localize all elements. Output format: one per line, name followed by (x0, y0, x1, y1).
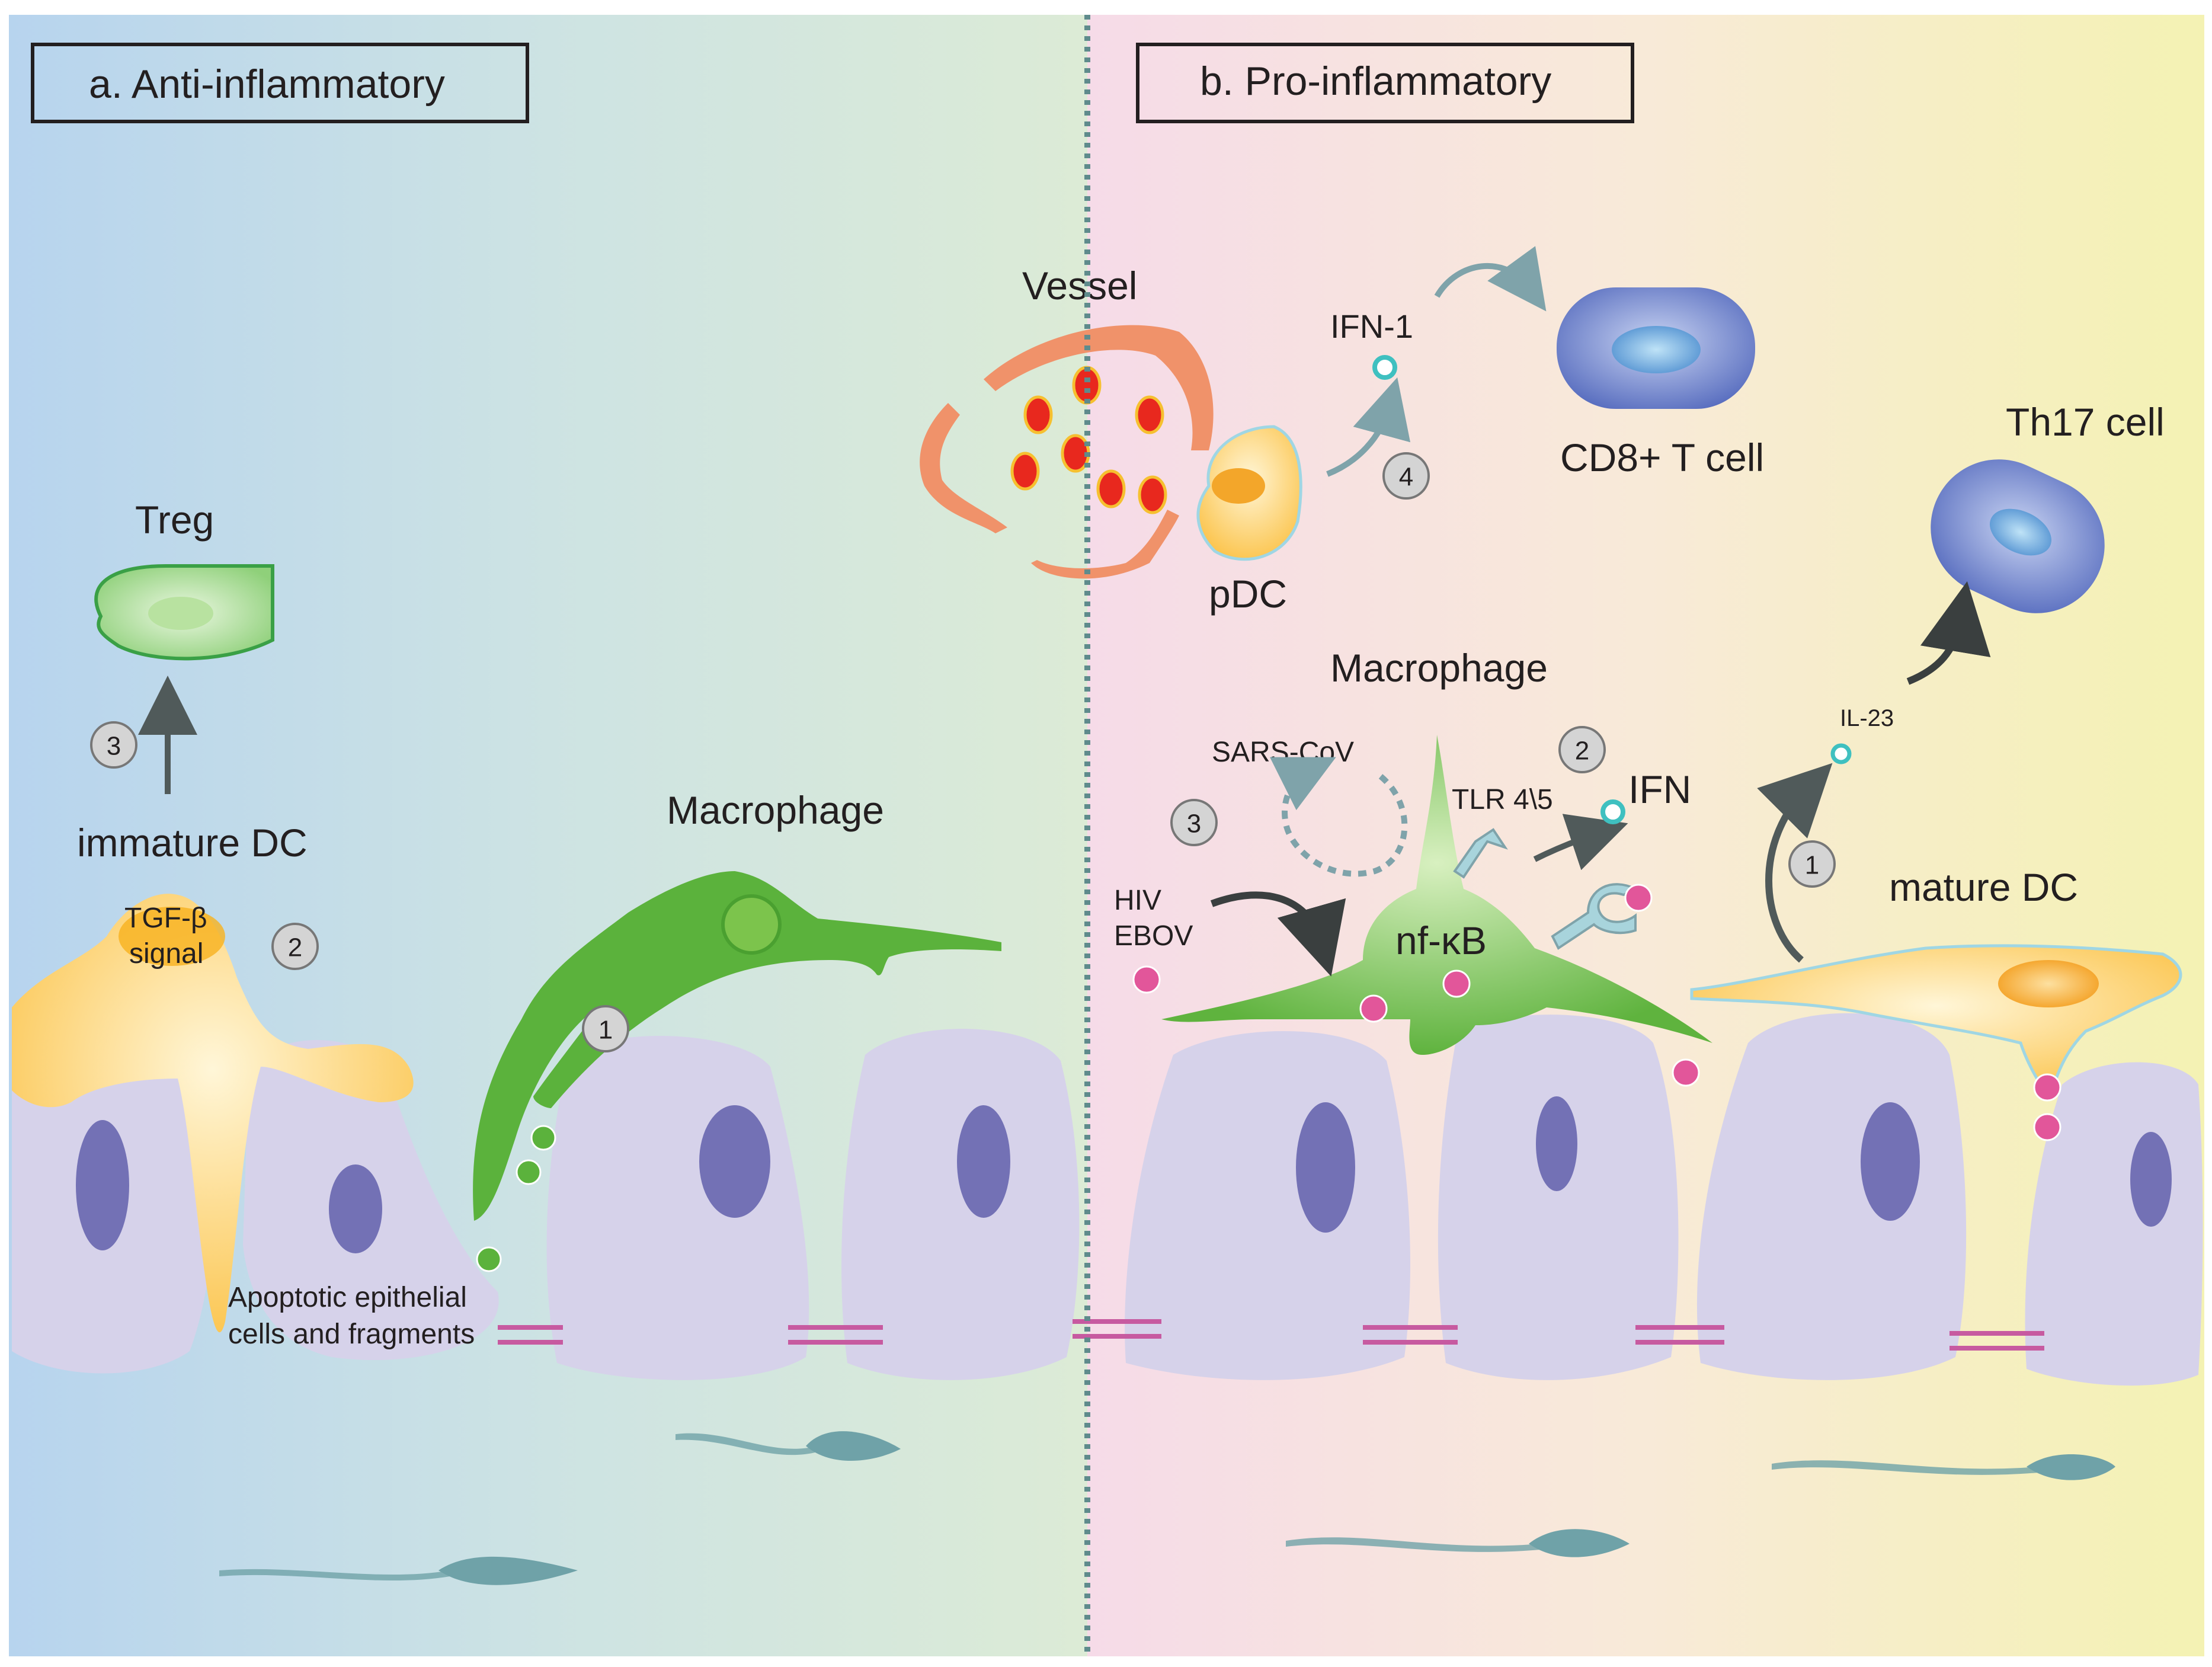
virus-particle (1624, 884, 1653, 912)
step-badge-right-2: 2 (1558, 726, 1606, 773)
nucleus (957, 1105, 1010, 1218)
macrophage-right-cell (1161, 735, 1712, 1055)
red-blood-cell (1023, 395, 1053, 434)
right-panel-title: b. Pro-inflammatory (1200, 59, 1551, 104)
red-blood-cell (1135, 395, 1164, 434)
cd8-nucleus (1612, 326, 1701, 373)
cd8-label: CD8+ T cell (1560, 436, 1764, 479)
vessel-wall (920, 325, 1214, 579)
nfkb-label: nf-κB (1395, 919, 1487, 962)
step-badge-left-2: 2 (271, 923, 319, 970)
macrophage-left-cell (473, 871, 1001, 1221)
tlr-receptor-1 (1453, 828, 1508, 879)
red-blood-cell (1072, 366, 1102, 405)
virus-particle (2033, 1073, 2061, 1102)
sperm-shape-2 (676, 1431, 901, 1461)
tlr-receptor-2 (1551, 883, 1638, 950)
ifn1-molecule (1372, 355, 1397, 380)
right-panel-title-box (1136, 43, 1634, 123)
left-panel-title: a. Anti-inflammatory (89, 62, 445, 107)
macrophage-right-label: Macrophage (1330, 646, 1548, 690)
treg-nucleus (148, 597, 213, 630)
svg-text:4: 4 (1399, 463, 1413, 492)
il23-label: IL-23 (1840, 705, 1894, 731)
immature-dc-cell (12, 894, 414, 1333)
virus-particle (1442, 970, 1471, 998)
virus-particle (1132, 965, 1161, 994)
tight-junctions (498, 1319, 2044, 1351)
right-panel-background (1087, 15, 2204, 1656)
nucleus (76, 1120, 129, 1250)
particle (516, 1159, 542, 1185)
svg-text:3: 3 (107, 732, 121, 761)
th17-label: Th17 cell (2006, 400, 2165, 444)
macrophage-left-nucleus (721, 894, 782, 955)
vessel-label: Vessel (1022, 264, 1137, 308)
immature-dc-nucleus (119, 907, 225, 966)
arrow-pdc-to-ifn1 (1326, 377, 1411, 477)
macrophage-left-label: Macrophage (667, 788, 884, 832)
green-particles (476, 1125, 556, 1272)
nucleus (1861, 1102, 1920, 1221)
pdc-label: pDC (1209, 572, 1287, 616)
step-badge-left-1: 1 (582, 1005, 629, 1052)
red-blood-cell (1138, 475, 1167, 514)
ifn1-label: IFN-1 (1330, 308, 1413, 345)
nucleus (1296, 1102, 1355, 1233)
treg-label: Treg (135, 498, 214, 542)
svg-text:3: 3 (1187, 809, 1201, 839)
arrow-il23-to-th17 (1906, 581, 1991, 685)
nucleus (1536, 1096, 1577, 1191)
left-panel-background (9, 15, 1087, 1656)
hiv-label: HIV (1114, 885, 1161, 916)
ifn-label: IFN (1628, 767, 1691, 811)
tlr-label: TLR 4\5 (1452, 784, 1553, 815)
step-badge-right-3: 3 (1170, 799, 1218, 846)
particle (476, 1246, 502, 1272)
particle (530, 1125, 556, 1151)
apoptotic-label-line2: cells and fragments (228, 1319, 475, 1350)
tgf-label-line1: TGF-β (124, 903, 207, 934)
mature-dc-nucleus (1998, 960, 2099, 1007)
sperm-shape-4 (1772, 1454, 2115, 1480)
arrow-mature-dc-to-il23 (1757, 763, 1833, 963)
th17-nucleus (1990, 508, 2051, 556)
left-panel-title-box (31, 43, 529, 123)
tgf-label-line2: signal (129, 938, 203, 970)
red-blood-cell (1010, 452, 1040, 491)
nucleus (699, 1105, 770, 1218)
arrow-ifn1-to-cd8 (1434, 246, 1547, 312)
red-blood-cell (1096, 469, 1126, 508)
sars-cycle-arrow (1269, 757, 1408, 877)
svg-text:1: 1 (598, 1016, 613, 1045)
ifn-molecule (1600, 799, 1625, 824)
arrow-virus-to-macrophage (1210, 891, 1346, 977)
sperm-shape-3 (1286, 1529, 1630, 1557)
step-badge-right-1: 1 (1788, 840, 1836, 888)
virus-particle (2033, 1113, 2061, 1141)
arrow-macrophage-to-ifn (1533, 814, 1628, 871)
nucleus (2130, 1132, 2172, 1227)
step-badge-left-3: 3 (90, 721, 137, 769)
virus-particles (1132, 884, 2061, 1141)
apoptotic-label-line1: Apoptotic epithelial (228, 1282, 467, 1313)
virus-particle (1359, 994, 1388, 1023)
il23-molecule (1830, 743, 1852, 764)
nuclei-left (76, 1105, 1010, 1253)
virus-particle (1672, 1058, 1700, 1087)
pdc-nucleus (1212, 468, 1265, 504)
svg-text:2: 2 (288, 933, 302, 962)
mature-dc-label: mature DC (1889, 865, 2078, 909)
nucleus (329, 1164, 382, 1253)
svg-text:1: 1 (1805, 851, 1819, 880)
sperm-shape-1 (219, 1556, 578, 1585)
immature-dc-label: immature DC (77, 821, 308, 865)
nuclei-right (1296, 1096, 2172, 1233)
step-badge-right-4: 4 (1382, 452, 1430, 500)
ebov-label: EBOV (1114, 920, 1193, 952)
sars-label: SARS-CoV (1212, 737, 1354, 768)
svg-text:2: 2 (1575, 737, 1589, 766)
